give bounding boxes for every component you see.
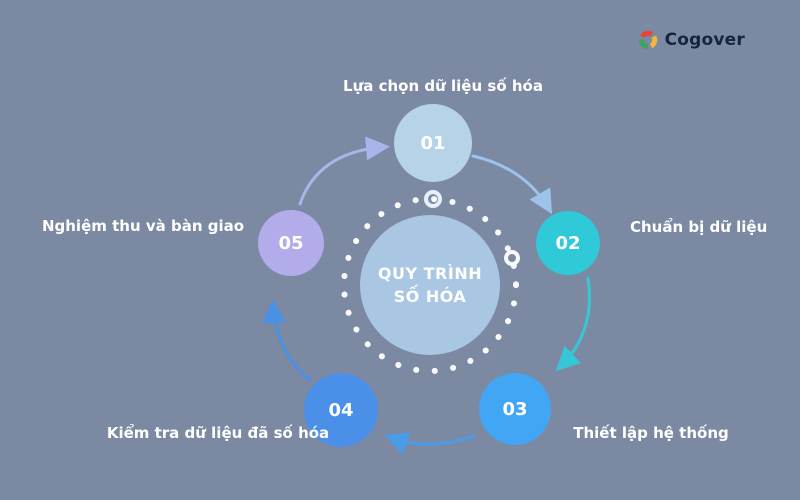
decor-ring-right bbox=[504, 250, 520, 266]
step-number: 03 bbox=[502, 398, 528, 420]
step-label-03: Thiết lập hệ thống bbox=[573, 424, 729, 442]
step-number: 04 bbox=[328, 399, 354, 421]
step-label-04: Kiểm tra dữ liệu đã số hóa bbox=[106, 424, 330, 442]
step-label-01: Lựa chọn dữ liệu số hóa bbox=[343, 77, 543, 95]
logo: Cogover bbox=[638, 30, 745, 50]
step-number: 01 bbox=[420, 132, 446, 154]
logo-text: Cogover bbox=[664, 30, 745, 50]
center-circle: QUY TRÌNH SỐ HÓA bbox=[360, 215, 500, 355]
step-label-02: Chuẩn bị dữ liệu bbox=[630, 218, 768, 236]
center-title-line2: SỐ HÓA bbox=[393, 287, 467, 306]
step-circle-01: 01 bbox=[394, 104, 472, 182]
cogover-logo-icon bbox=[638, 30, 658, 50]
step-label-05: Nghiệm thu và bàn giao bbox=[41, 217, 245, 235]
decor-ring-top bbox=[424, 190, 442, 208]
step-circle-05: 05 bbox=[258, 210, 324, 276]
arrow-02-to-03 bbox=[555, 276, 591, 372]
step-number: 02 bbox=[555, 232, 581, 254]
arrow-03-to-04 bbox=[384, 432, 476, 455]
arrow-05-to-01 bbox=[298, 136, 390, 206]
step-circle-04: 04 bbox=[304, 373, 378, 447]
step-number: 05 bbox=[278, 232, 304, 254]
center-title-line1: QUY TRÌNH bbox=[377, 263, 483, 283]
step-circle-03: 03 bbox=[479, 373, 551, 445]
arrow-04-to-05 bbox=[262, 299, 312, 382]
step-circle-02: 02 bbox=[536, 211, 600, 275]
arrow-01-to-02 bbox=[471, 154, 553, 215]
